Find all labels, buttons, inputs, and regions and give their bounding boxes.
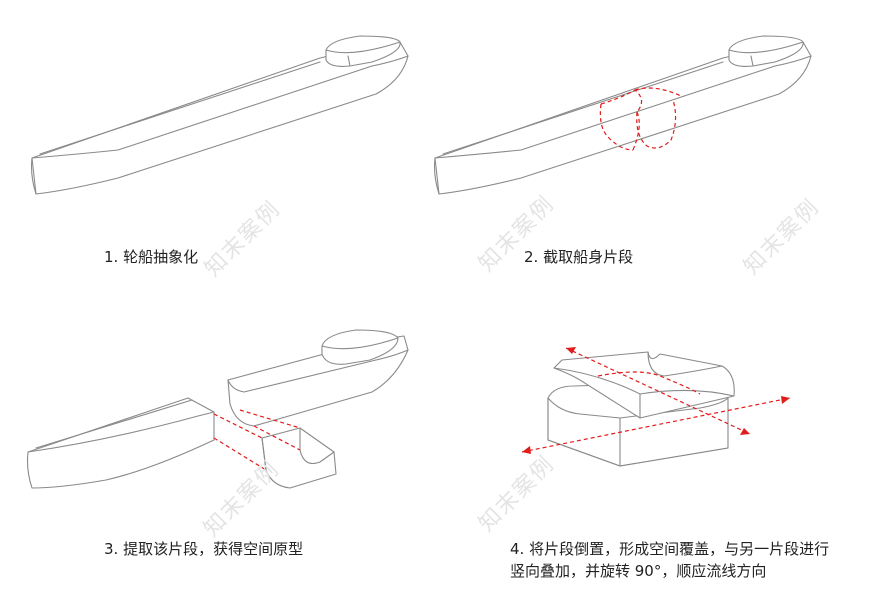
ship-abstract-drawing [30, 35, 409, 195]
caption-step-1: 1. 轮船抽象化 [104, 248, 199, 266]
caption-step-3: 3. 提取该片段，获得空间原型 [104, 540, 304, 558]
section-cut-lines [599, 87, 682, 151]
stacked-segments-drawing [521, 347, 791, 467]
caption-step-2: 2. 截取船身片段 [524, 248, 634, 266]
caption-step-4-line-2: 竖向叠加，并旋转 90°，顺应流线方向 [510, 562, 767, 580]
extracted-segment-drawing [26, 329, 409, 489]
caption-step-4-line-1: 4. 将片段倒置，形成空间覆盖，与另一片段进行 [510, 540, 830, 558]
ship-section-drawing [433, 35, 812, 195]
